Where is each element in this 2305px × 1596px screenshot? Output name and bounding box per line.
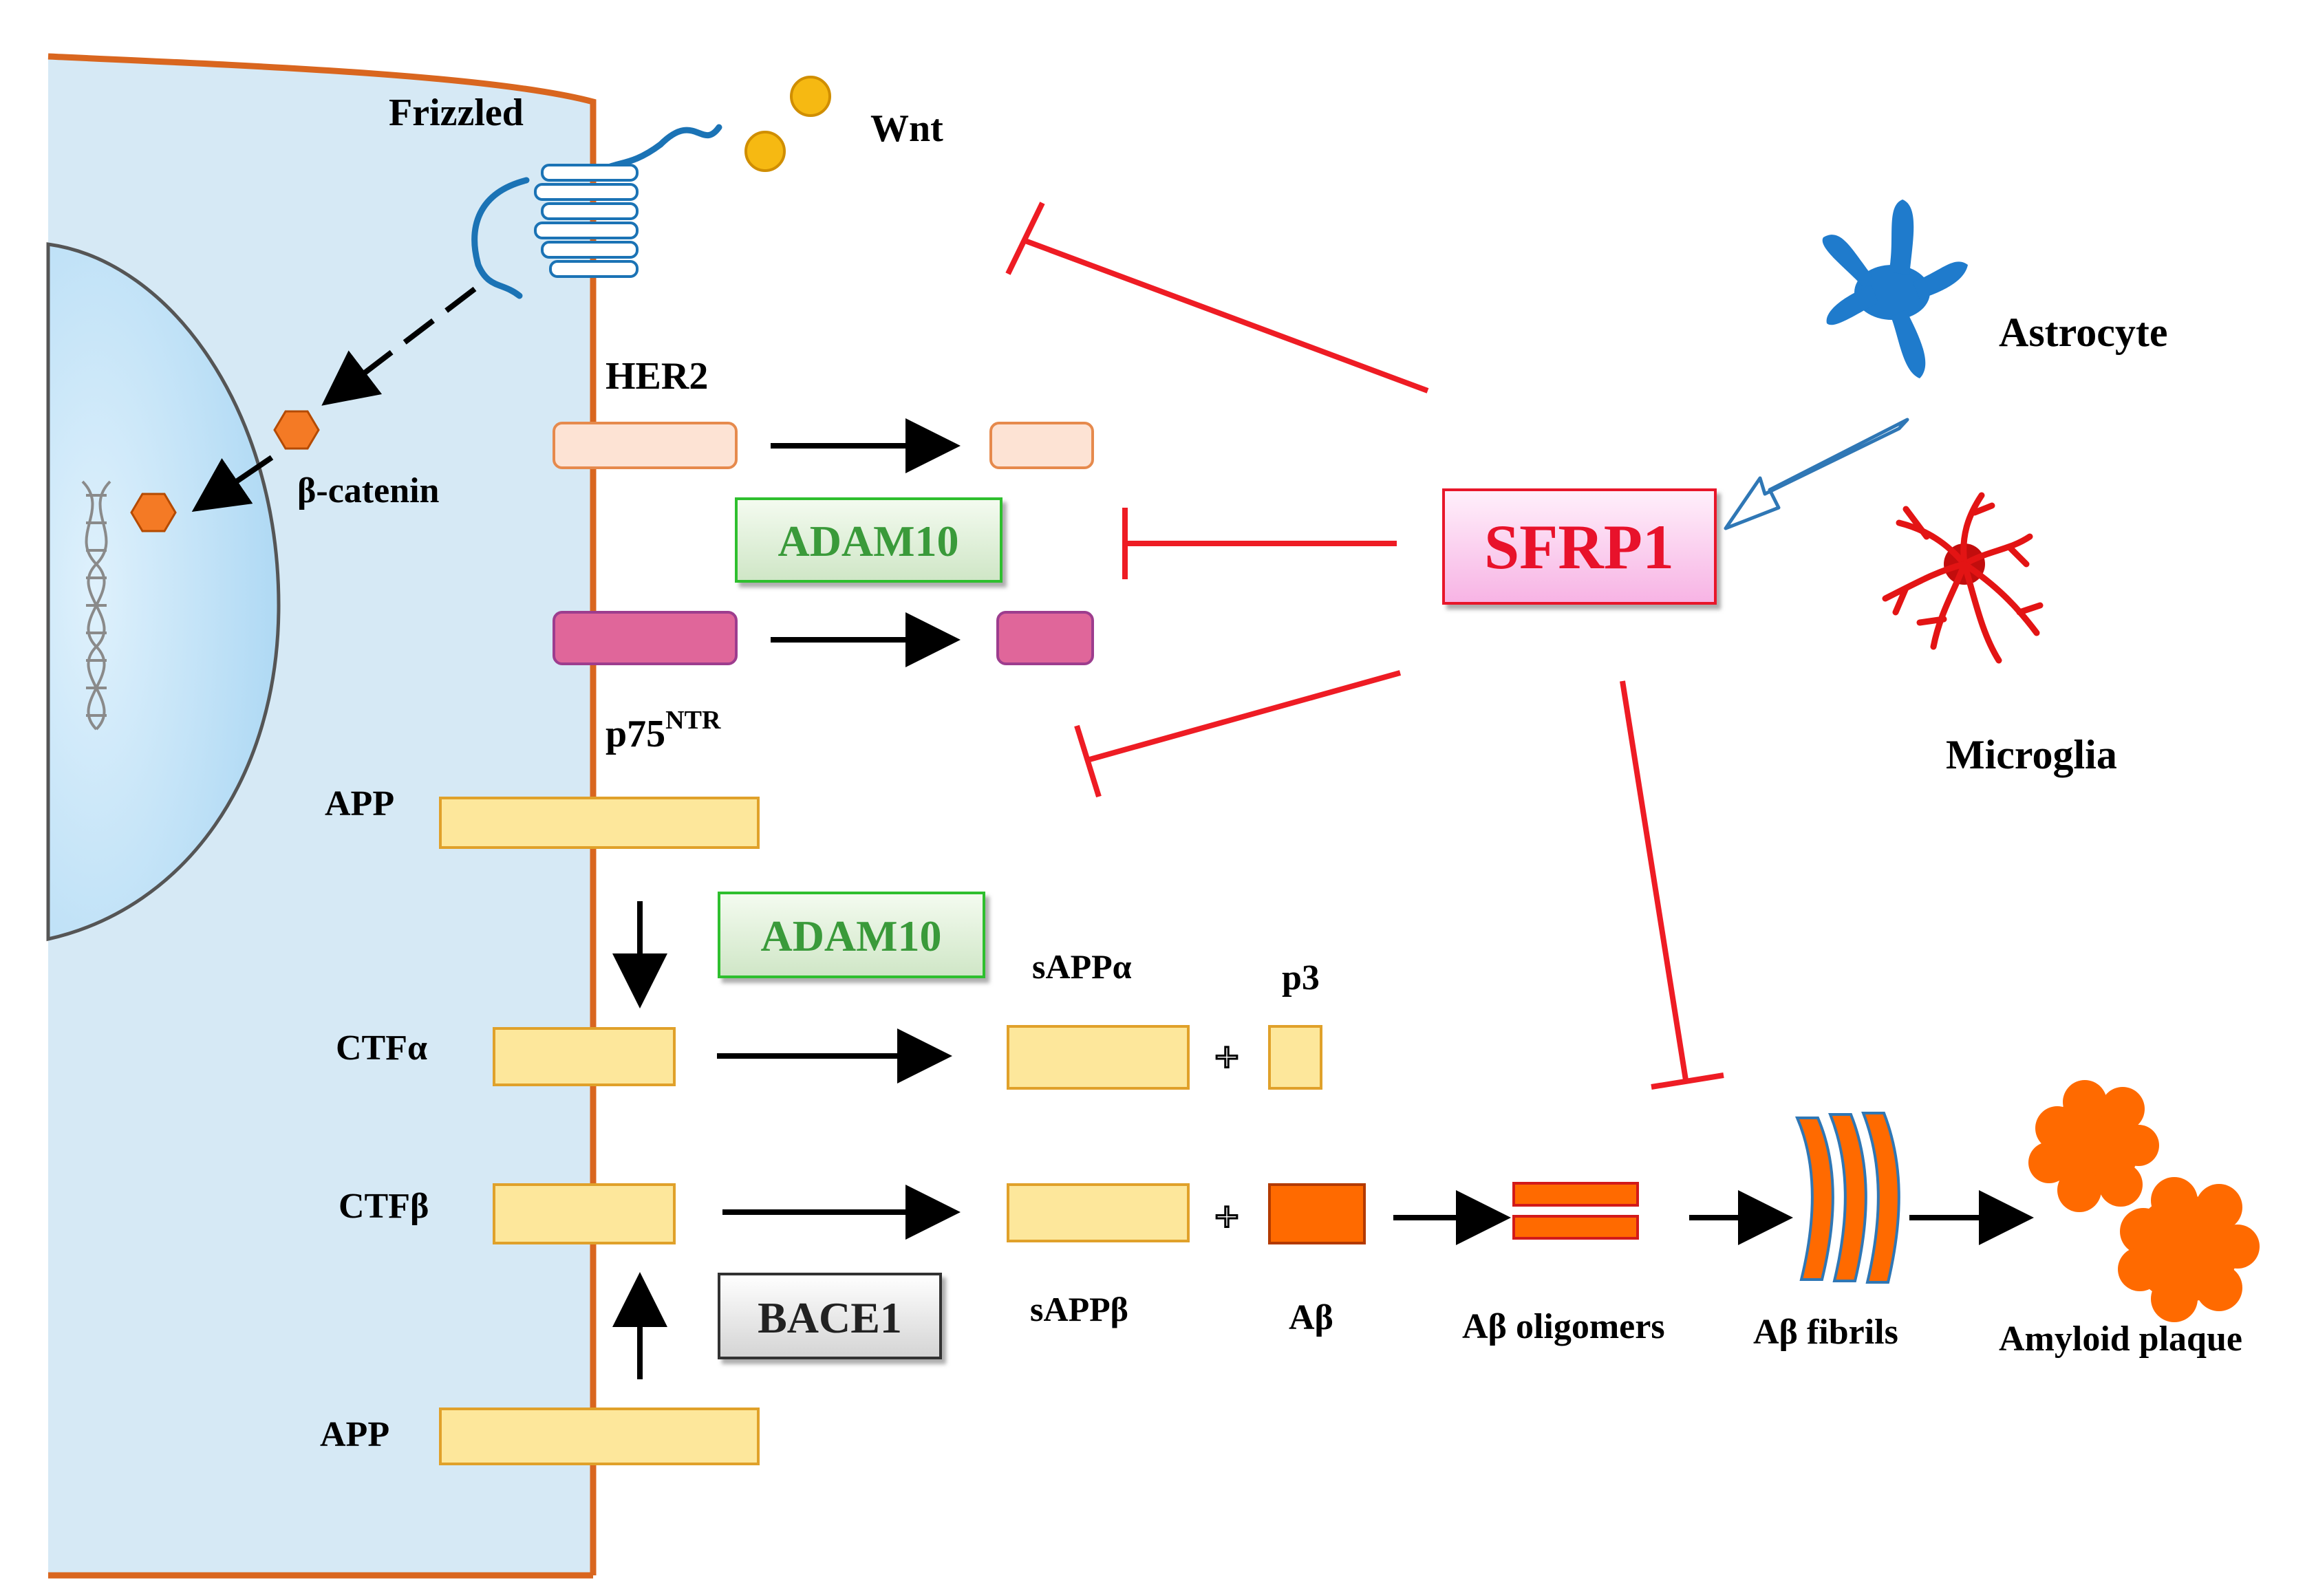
app-bottom-protein	[439, 1408, 760, 1465]
abeta-fibrils-icon	[1794, 1112, 1900, 1284]
cell-membrane	[47, 53, 597, 1575]
sfrp1-label: SFRP1	[1484, 512, 1674, 582]
amyloid-plaque-icon	[2028, 1080, 2159, 1212]
wnt-ligand-icon	[744, 131, 786, 172]
beta-catenin-label: β-catenin	[297, 471, 440, 510]
sapp-alpha-fragment	[1007, 1025, 1190, 1090]
adam10-enzyme-box-bottom	[718, 892, 985, 978]
app-top-label: APP	[325, 784, 394, 823]
plus-icon: +	[1214, 1192, 1239, 1241]
frizzled-helices	[534, 164, 639, 278]
ctf-alpha-label: CTFα	[336, 1028, 427, 1068]
inhibition-lines	[1005, 202, 1724, 1090]
inhibit-p75ntr-line	[1086, 670, 1402, 763]
p75ntr-fragment	[996, 611, 1094, 665]
inhibit-fibrils-bar	[1651, 1072, 1724, 1090]
beta-catenin-icon	[273, 410, 320, 450]
bace1-enzyme-box	[718, 1273, 942, 1359]
her2-fragment	[989, 422, 1094, 469]
inhibit-p75ntr-bar	[1074, 724, 1102, 798]
sapp-beta-fragment	[1007, 1183, 1190, 1242]
p3-label: p3	[1282, 958, 1320, 998]
wnt-label: Wnt	[870, 107, 943, 150]
wnt-ligand-icon	[790, 76, 831, 117]
bace1-label: BACE1	[758, 1293, 902, 1342]
microglia-label: Microglia	[1946, 732, 2117, 777]
amyloid-plaque-label: Amyloid plaque	[1999, 1319, 2242, 1359]
sapp-beta-label: sAPPβ	[1030, 1290, 1128, 1328]
adam10-label: ADAM10	[778, 517, 958, 565]
abeta-fibrils-label: Aβ fibrils	[1753, 1313, 1898, 1352]
sfrp1-box	[1442, 488, 1717, 605]
plus-icon: +	[1214, 1033, 1239, 1081]
adam10-label-bottom: ADAM10	[760, 912, 941, 960]
inhibit-wnt-bar	[1005, 202, 1045, 275]
inhibit-wnt-line	[1024, 238, 1429, 393]
her2-label: HER2	[605, 355, 708, 398]
abeta-oligomers-icon	[1512, 1182, 1639, 1240]
frizzled-label: Frizzled	[389, 91, 524, 134]
app-top-protein	[439, 797, 760, 849]
app-bottom-label: APP	[320, 1415, 389, 1454]
secretion-arrow-icon	[1724, 418, 1909, 530]
microglia-icon	[1882, 492, 2044, 664]
dna-helix-icon	[81, 480, 111, 731]
amyloid-plaque-icon	[2118, 1177, 2260, 1322]
ctf-beta-label: CTFβ	[339, 1187, 429, 1226]
beta-catenin-nuclear-icon	[130, 493, 177, 532]
p75ntr-receptor	[553, 611, 738, 665]
abeta-peptide	[1268, 1183, 1366, 1244]
astrocyte-label: Astrocyte	[1999, 310, 2167, 355]
inhibit-fibrils-line	[1620, 680, 1688, 1081]
p3-fragment	[1268, 1025, 1322, 1090]
nucleus	[46, 242, 281, 942]
nuclear-translocation-arrow	[191, 455, 274, 512]
p75ntr-label: p75NTR	[605, 706, 721, 755]
astrocyte-icon	[1822, 200, 1968, 378]
sapp-alpha-label: sAPPα	[1032, 947, 1132, 986]
adam10-enzyme-box	[735, 497, 1003, 583]
her2-receptor	[553, 422, 738, 469]
abeta-oligomers-label: Aβ oligomers	[1462, 1307, 1665, 1346]
ctf-beta-protein	[493, 1183, 676, 1244]
abeta-label: Aβ	[1289, 1298, 1333, 1337]
signal-arrow-dashed	[321, 286, 477, 406]
ctf-alpha-protein	[493, 1027, 676, 1086]
